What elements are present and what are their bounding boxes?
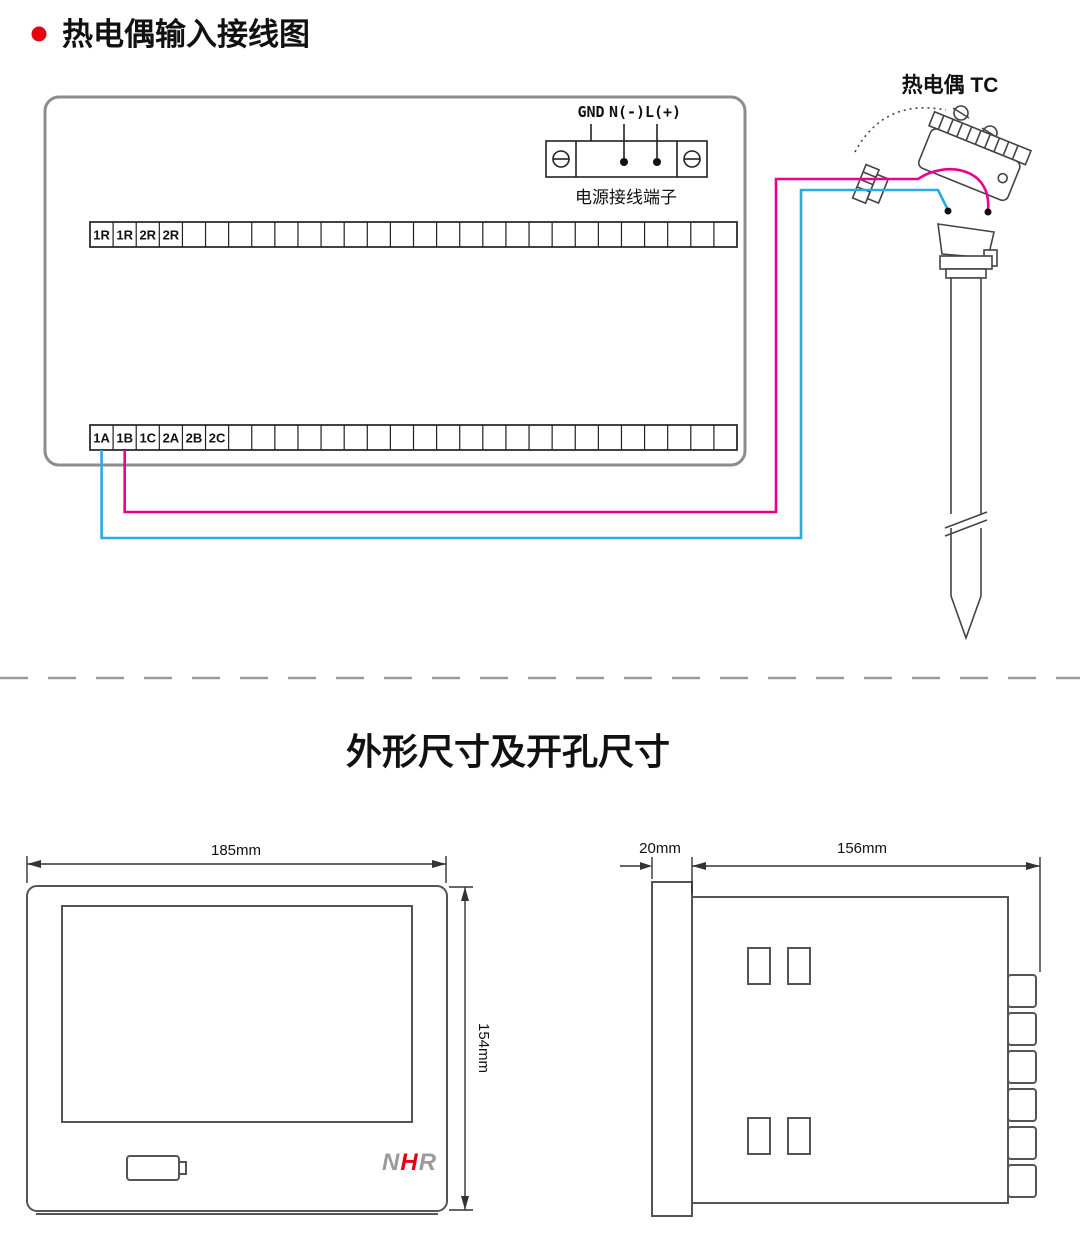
logo-letter-r: R [419,1149,437,1176]
terminal-label: 1A [93,431,110,446]
mount-bracket-slot [787,947,811,985]
terminal-label: 2B [186,431,203,446]
probe-break-line [944,511,988,529]
tc-cable-gland [851,163,890,205]
terminal-label: 2A [163,431,180,446]
rear-terminal-block [1007,1126,1037,1160]
input-terminal-strip: 1A 1B 1C 2A 2B 2C [89,424,738,451]
brand-logo: NHR [382,1149,437,1176]
recorder-panel-outline [43,95,747,467]
wire-negative-blue [100,188,949,540]
rear-terminal-block [1007,1164,1037,1198]
terminal-label: 2R [139,228,156,243]
front-dimensions: 185mm 154mm [26,842,492,1211]
section2-title: 外形尺寸及开孔尺寸 [346,731,670,772]
logo-letter-h: H [400,1149,418,1176]
front-width-dimension: 185mm [211,842,261,859]
card-slot-icon [126,1155,187,1181]
terminal-label: 1B [116,431,133,446]
terminal-label: 1R [93,228,110,243]
rear-terminal-block [1007,1050,1037,1084]
wire-positive-magenta [123,167,990,514]
side-view [651,881,1037,1217]
bullet-icon [31,26,47,42]
tc-probe [950,277,982,641]
relay-terminal-strip: 1R 1R 2R 2R [89,221,738,248]
terminal-label: 2C [209,431,226,446]
side-depth-dimension: 156mm [837,840,887,857]
power-terminal-n-dot [620,158,628,166]
power-label-gnd: GND [577,103,604,121]
mount-bracket-slot [787,1117,811,1155]
power-label-l: L(+) [645,103,681,121]
section1-header: 热电偶输入接线图 [31,17,310,52]
terminal-label: 1R [116,228,133,243]
tc-terminal-dot-right [984,208,992,216]
section1-title: 热电偶输入接线图 [62,17,310,52]
side-bezel-dimension: 20mm [639,840,681,857]
rear-terminal-block [1007,974,1037,1008]
side-bezel [651,881,693,1217]
tc-terminal-dot-left [944,207,952,215]
terminal-label: 1C [139,431,156,446]
tc-lead-dotted-line [854,107,947,153]
front-view [26,885,448,1215]
power-terminal-caption: 电源接线端子 [575,188,677,207]
terminal-label: 2R [163,228,180,243]
mount-bracket-slot [747,1117,771,1155]
power-terminal-l-dot [653,158,661,166]
side-dimensions: 20mm 156mm [620,840,1041,972]
mount-bracket-slot [747,947,771,985]
tc-label: 热电偶 TC [902,73,999,97]
rear-terminal-block [1007,1088,1037,1122]
power-terminal-block [545,124,708,178]
front-height-dimension: 154mm [475,1023,492,1073]
front-screen [61,905,413,1123]
power-label-n: N(-) [609,103,645,121]
tc-connection-head [917,110,1033,202]
thermocouple-drawing [851,105,1033,641]
rear-terminal-block [1007,1012,1037,1046]
tc-hex-flange [939,255,993,270]
probe-break-line [944,519,988,537]
side-body [691,896,1009,1204]
logo-letter-n: N [382,1149,400,1176]
